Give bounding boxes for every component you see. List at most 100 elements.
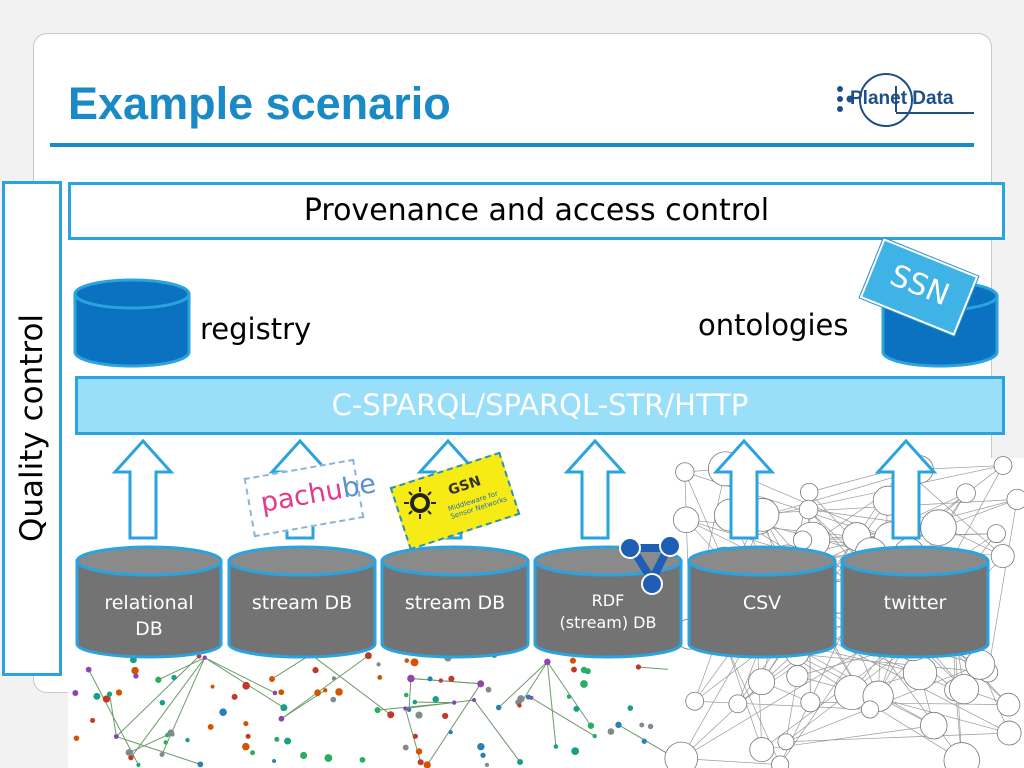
network-node (517, 703, 522, 708)
planet-data-logo-text: Planet Data (850, 88, 954, 109)
network-node (477, 743, 485, 751)
source-database-icon (75, 545, 223, 659)
network-node (376, 662, 381, 667)
network-edge (116, 736, 201, 765)
network-node (231, 693, 238, 700)
network-node (412, 699, 418, 705)
network-node (284, 737, 292, 745)
lod-node (993, 456, 1013, 475)
network-node (573, 705, 580, 712)
source-label-line: DB (135, 618, 163, 640)
source-label-rdf-stream-db: RDF (stream) DB (535, 590, 681, 634)
lod-node (996, 692, 1021, 717)
network-graph-edges (88, 653, 780, 766)
source-label-line: RDF (591, 591, 625, 610)
network-node (402, 744, 409, 751)
source-label-twitter: twitter (842, 590, 988, 616)
source-label-line: twitter (883, 592, 947, 614)
registry-database-icon (73, 278, 191, 368)
network-node (278, 715, 285, 722)
network-node (484, 762, 490, 768)
network-node (155, 676, 162, 683)
network-node (102, 695, 111, 703)
network-node (133, 673, 139, 679)
lod-edge (681, 641, 875, 759)
lod-node (685, 691, 705, 711)
network-node (202, 655, 207, 660)
network-node (442, 712, 449, 720)
network-node (269, 676, 275, 682)
network-node (404, 658, 410, 663)
source-label-line: stream DB (404, 592, 506, 614)
network-edge (426, 683, 482, 766)
network-edge (414, 701, 455, 704)
lod-edge (785, 732, 1010, 743)
network-node (452, 700, 457, 705)
network-node (163, 740, 168, 745)
network-node (331, 676, 337, 681)
network-node (569, 657, 576, 664)
up-arrow-icon (111, 438, 175, 540)
network-node (525, 694, 531, 700)
lod-node (800, 692, 821, 713)
network-node (312, 667, 319, 674)
network-node (544, 658, 551, 666)
network-edge (130, 657, 206, 758)
network-node (197, 761, 204, 768)
network-node (641, 738, 647, 744)
rdf-molecule-icon (619, 535, 681, 595)
lod-node (943, 742, 980, 768)
network-node (387, 711, 395, 719)
lod-edge (797, 675, 1010, 734)
lod-node (786, 665, 809, 688)
network-node (106, 691, 113, 697)
network-node (330, 696, 337, 703)
network-node (196, 653, 202, 659)
network-edge (546, 661, 557, 747)
source-label-stream-db-1: stream DB (229, 590, 375, 616)
network-node (250, 750, 256, 756)
network-node (627, 705, 634, 711)
source-database-icon (380, 545, 530, 659)
source-label-line: (stream) DB (559, 613, 657, 632)
source-database-icon (227, 545, 377, 659)
network-node (159, 699, 166, 706)
network-node (566, 694, 572, 699)
source-label-line: stream DB (251, 592, 353, 614)
lod-node (986, 524, 1006, 544)
network-node (477, 680, 485, 688)
network-node (243, 721, 249, 727)
network-node (438, 678, 444, 683)
lod-node (996, 720, 1022, 746)
network-node (485, 686, 492, 693)
lod-edge (987, 499, 1018, 673)
lod-node (675, 462, 695, 482)
network-node (639, 722, 645, 728)
network-node (571, 747, 580, 756)
network-edge (109, 693, 117, 737)
network-node (324, 754, 333, 762)
network-node (300, 751, 308, 760)
network-node (242, 681, 251, 690)
provenance-access-control-bar: Provenance and access control (68, 182, 1005, 240)
network-node (323, 688, 328, 693)
network-node (359, 756, 366, 763)
network-node (584, 668, 591, 675)
network-node (90, 717, 96, 723)
network-node (592, 733, 597, 739)
network-node (403, 706, 408, 711)
network-node (131, 666, 139, 675)
network-edge (531, 697, 595, 737)
network-node (553, 744, 559, 749)
network-edge (408, 678, 412, 710)
network-node (471, 697, 477, 703)
network-node (571, 666, 577, 673)
network-edge (271, 654, 312, 680)
network-node (432, 696, 439, 703)
network-node (93, 692, 101, 700)
network-node (427, 676, 433, 682)
up-arrow-icon (712, 438, 776, 540)
network-node (635, 664, 642, 670)
